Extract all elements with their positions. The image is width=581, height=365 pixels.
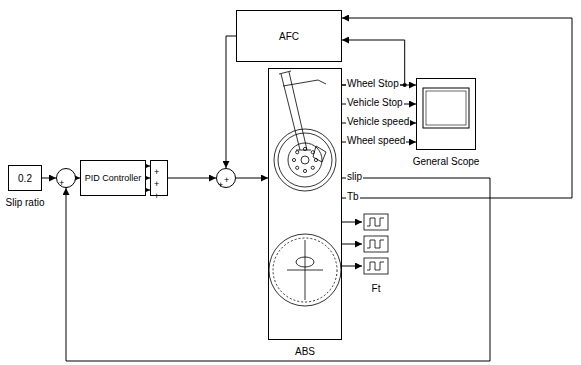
disc-hole <box>303 147 306 150</box>
block-label: PID Controller <box>85 173 142 184</box>
wheel-rim <box>274 129 336 191</box>
sign-label: + <box>154 191 159 202</box>
branch-point <box>403 83 407 87</box>
sign-label: + <box>59 178 64 189</box>
sum-block: +++ <box>150 160 168 196</box>
display-icon <box>364 236 388 252</box>
fork <box>279 71 311 150</box>
signal-label: Vehicle speed <box>346 116 410 127</box>
disc-hole <box>292 158 295 161</box>
tyre-inner <box>273 238 337 302</box>
signal-symbol <box>367 218 384 226</box>
signal-line <box>236 178 268 179</box>
signal-line <box>342 222 362 223</box>
disc-hole <box>303 169 306 172</box>
block-label: Slip ratio <box>6 197 45 208</box>
scope-screen-frame <box>426 91 466 125</box>
motorcycle-wheel <box>269 71 341 306</box>
display-icons <box>364 214 388 274</box>
disc-hole <box>296 166 299 169</box>
display-icon <box>364 214 388 230</box>
pid-controller-block: PID Controller <box>80 160 146 196</box>
display-icon <box>364 258 388 274</box>
signal-label: slip <box>346 171 363 182</box>
scope-block: General Scope <box>416 78 476 150</box>
block-label: General Scope <box>413 156 480 167</box>
disc-hole <box>296 151 299 154</box>
block-label: 0.2 <box>18 173 32 184</box>
caliper <box>313 146 326 162</box>
signal-label: Tb <box>346 191 360 202</box>
signal-line <box>42 178 56 179</box>
block-label: Ft <box>372 283 381 294</box>
scope-screen <box>423 88 469 128</box>
sign-label: + <box>154 179 159 190</box>
disc-hole <box>311 166 314 169</box>
signal-line <box>66 178 490 361</box>
abs-block: ABS <box>268 68 342 340</box>
constant-block: 0.2Slip ratio <box>8 165 42 191</box>
block-label: AFC <box>279 31 299 42</box>
signal-symbol <box>367 262 384 270</box>
display-block: Ft <box>362 212 390 276</box>
handlebar <box>283 80 326 86</box>
tyre <box>269 234 341 306</box>
signal-line <box>168 178 216 179</box>
sign-label: - <box>65 182 68 193</box>
brake-disc <box>288 143 322 177</box>
sign-label: + <box>218 180 223 191</box>
signal-label: Wheel Stop <box>346 78 400 89</box>
hub <box>301 156 309 164</box>
signal-line <box>226 36 236 168</box>
signal-line <box>342 244 362 245</box>
disc-holes <box>292 147 317 172</box>
signal-line <box>342 266 362 267</box>
signal-line <box>342 18 572 198</box>
sign-label: + <box>224 175 229 186</box>
signal-label: Wheel speed <box>346 135 406 146</box>
signal-symbol <box>367 240 384 248</box>
sign-label: + <box>154 167 159 178</box>
afc-block: AFC <box>236 10 342 62</box>
block-label: ABS <box>295 346 315 357</box>
sum-junction: +- <box>56 168 76 188</box>
signal-label: Vehicle Stop <box>346 97 404 108</box>
sum-junction: ++ <box>216 168 236 188</box>
crosshair <box>287 240 323 300</box>
wheel-rim-inner <box>278 133 332 187</box>
